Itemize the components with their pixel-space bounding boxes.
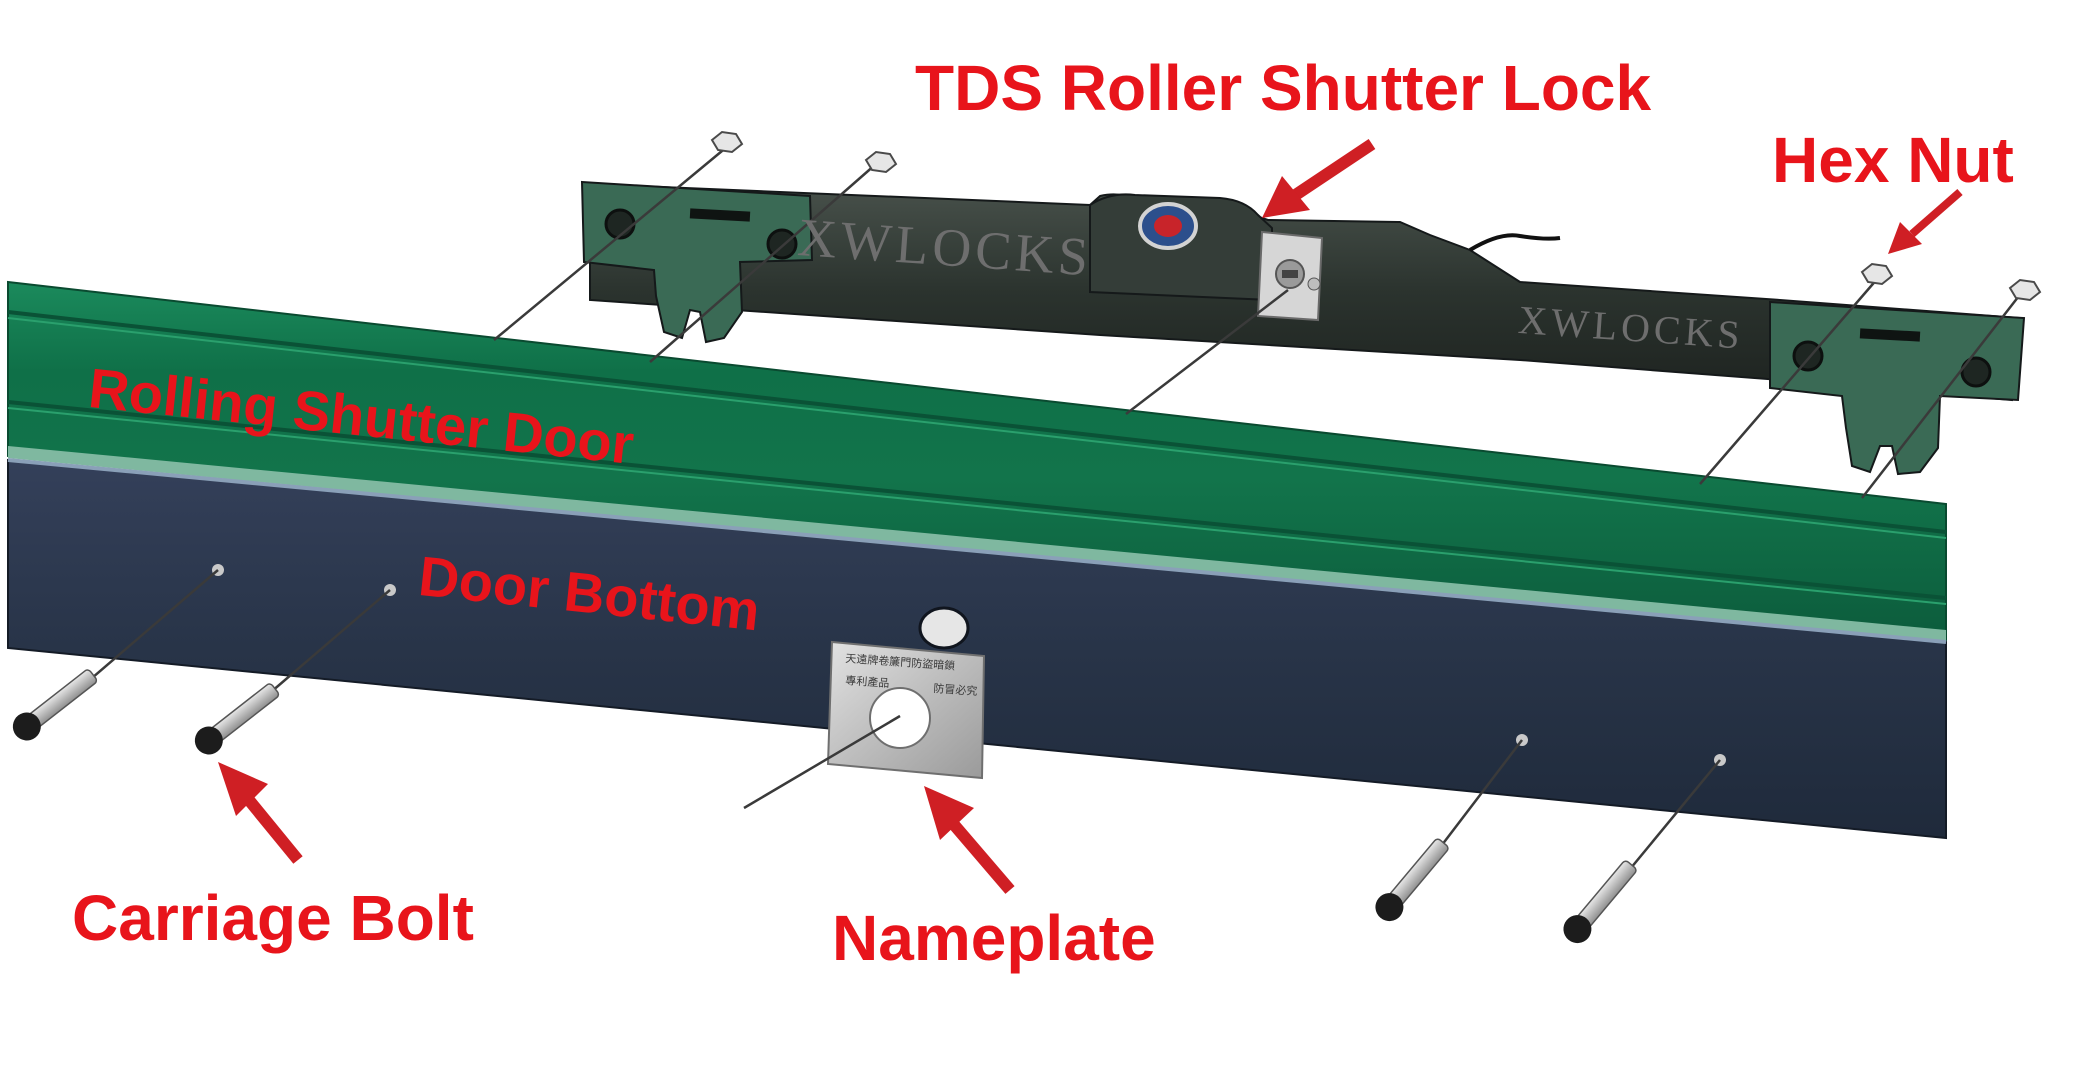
label-roller-shutter-lock: TDS Roller Shutter Lock	[915, 52, 1652, 124]
door-groove-1	[7, 310, 1947, 534]
lock-hole-1	[604, 208, 636, 240]
guide-nut-1	[493, 145, 729, 341]
nameplate-part	[826, 640, 986, 780]
hex-nut-2	[864, 150, 898, 174]
label-nameplate: Nameplate	[832, 902, 1156, 974]
door-ridge-1	[7, 317, 1947, 539]
lock-emblem	[1138, 202, 1198, 250]
label-hex-nut: Hex Nut	[1772, 124, 2014, 196]
door-bottom-panel	[7, 458, 1947, 840]
hex-nut-4	[2008, 278, 2042, 302]
arrow-carriage-bolt	[218, 762, 303, 864]
callout-arrows	[218, 139, 1963, 894]
carriage-bolts	[12, 669, 1637, 944]
door-ridge-2	[7, 407, 1947, 605]
carriage-bolt-2	[194, 683, 280, 755]
door-bottom-key-hole	[918, 606, 970, 650]
hex-nuts	[710, 130, 2042, 302]
guide-nut-3	[1699, 277, 1879, 485]
lock-hole-4	[1960, 356, 1992, 388]
rolling-shutter-door-panel	[7, 280, 1947, 642]
arrow-hex-nut	[1888, 188, 1963, 254]
arrow-nameplate	[924, 786, 1015, 894]
guide-nameplate	[743, 714, 901, 810]
guide-lock-center	[1125, 289, 1289, 415]
lock-keyhole-plate	[1256, 230, 1324, 322]
guide-lines	[35, 145, 2023, 921]
guide-nut-4	[1861, 291, 2023, 499]
door-lip	[8, 446, 1946, 642]
lock-slot-right	[1859, 328, 1921, 342]
nameplate-line2-right: 防冒必究	[932, 682, 978, 699]
label-carriage-bolt: Carriage Bolt	[72, 882, 474, 954]
carriage-bolt-4	[1563, 860, 1637, 944]
hex-nut-3	[1860, 262, 1894, 286]
lock-right-bracket	[1769, 300, 2026, 476]
roller-shutter-lock	[580, 180, 2026, 476]
door-groove-2	[7, 400, 1947, 600]
door-bottom-top-edge	[7, 458, 1947, 644]
lock-left-bracket	[580, 180, 814, 344]
lock-cable	[1468, 233, 1561, 252]
carriage-bolt-3	[1375, 838, 1449, 922]
guide-nut-2	[649, 163, 877, 363]
nameplate-line2-left: 專利產品	[844, 674, 890, 691]
carriage-bolt-1	[12, 669, 98, 741]
hex-nut-1	[710, 130, 744, 154]
lock-slot-left	[689, 208, 751, 222]
arrow-lock	[1262, 139, 1376, 218]
